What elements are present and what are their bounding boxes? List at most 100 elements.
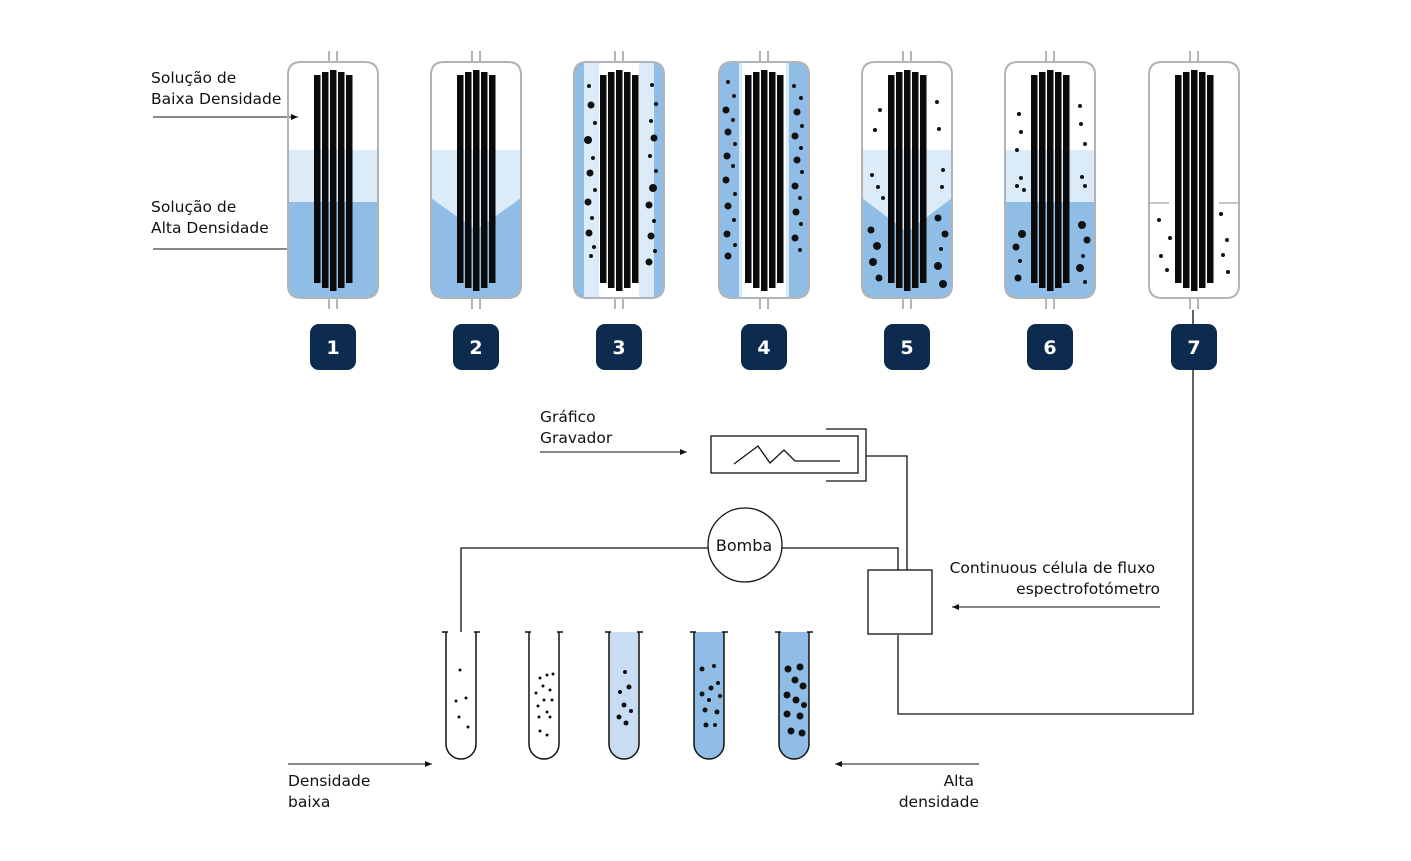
low-density-fraction-label: Densidade baixa	[288, 772, 375, 811]
particle	[466, 725, 470, 729]
rotor-2-outline	[430, 61, 522, 299]
particle	[653, 249, 657, 253]
particle	[699, 691, 705, 697]
particle	[707, 698, 711, 702]
recorder-trace	[733, 445, 840, 465]
particle	[731, 164, 735, 168]
pump-circle	[707, 507, 783, 583]
particle	[542, 698, 546, 702]
particle	[618, 690, 622, 694]
rotor-6-core	[1031, 70, 1070, 291]
particle	[724, 202, 732, 210]
particle	[1157, 218, 1161, 222]
particle	[796, 712, 804, 720]
particle	[1083, 236, 1091, 244]
particle	[1076, 264, 1084, 272]
particle	[454, 699, 458, 703]
particle	[941, 168, 945, 172]
step-badge-6: 6	[1027, 324, 1073, 370]
particle	[1015, 148, 1019, 152]
particle	[1165, 268, 1169, 272]
rotor-4-outline	[718, 61, 810, 299]
high-density-fraction-label: Alta densidade	[899, 772, 979, 811]
step-number: 4	[757, 337, 770, 359]
particle	[702, 707, 708, 713]
particle	[799, 682, 807, 690]
pump-label: Bomba	[716, 536, 772, 555]
step-badge-7: 7	[1171, 324, 1217, 370]
rotor-3	[573, 51, 665, 309]
rotor-2-core	[457, 70, 496, 291]
particle	[798, 196, 802, 200]
particle	[723, 152, 731, 160]
particle	[941, 230, 949, 238]
step-number: 3	[612, 337, 625, 359]
particle	[1078, 104, 1082, 108]
particle	[869, 258, 877, 266]
particle	[591, 156, 595, 160]
rotor-to-flow-cell-line	[897, 370, 1194, 715]
particle	[791, 182, 799, 190]
particle	[629, 709, 633, 713]
flow-cell-spectrophotometer	[867, 569, 933, 635]
particle	[645, 201, 653, 209]
low-density-solution-label: Solução de Baixa Densidade	[151, 69, 281, 108]
particle	[870, 173, 874, 177]
high-density-solution-label: Solução de Alta Densidade	[151, 198, 269, 237]
particle	[623, 670, 627, 674]
particle	[545, 733, 549, 737]
particle	[712, 664, 716, 668]
rotor-1	[287, 51, 379, 309]
particle	[792, 696, 800, 704]
particle	[801, 702, 807, 708]
particle	[592, 245, 596, 249]
particle	[584, 136, 592, 144]
particle	[545, 673, 549, 677]
particle	[534, 691, 538, 695]
particle	[548, 688, 552, 692]
pump-to-tube-line	[460, 547, 708, 632]
particle	[796, 663, 804, 671]
particle	[649, 184, 657, 192]
rotor-6-outline	[1004, 61, 1096, 299]
step-badge-5: 5	[884, 324, 930, 370]
particle	[654, 102, 658, 106]
particle	[716, 681, 720, 685]
particle	[1019, 130, 1023, 134]
particle	[621, 702, 627, 708]
particle	[1015, 184, 1019, 188]
particle	[650, 134, 658, 142]
particle	[708, 685, 714, 691]
particle	[793, 156, 801, 164]
particle	[1080, 175, 1084, 179]
recorder-to-flow-cell-line	[866, 455, 908, 570]
rotor-5	[861, 51, 953, 309]
particle	[726, 80, 730, 84]
particle	[1079, 122, 1083, 126]
particle	[733, 192, 737, 196]
particle	[699, 666, 705, 672]
particle	[587, 101, 595, 109]
rotor-3-core	[600, 70, 639, 291]
particle	[799, 146, 803, 150]
particle	[792, 84, 796, 88]
particle	[875, 274, 883, 282]
particle	[586, 169, 594, 177]
particle	[876, 185, 880, 189]
particle	[652, 219, 656, 223]
particle	[1081, 254, 1085, 258]
collection-tube-4	[690, 631, 728, 760]
particle	[1083, 184, 1087, 188]
particle	[1012, 243, 1020, 251]
rotor-5-outline	[861, 61, 953, 299]
particle	[538, 729, 542, 733]
chart-recorder	[710, 428, 867, 482]
rotor-3-outline	[573, 61, 665, 299]
particle	[593, 188, 597, 192]
particle	[934, 214, 942, 222]
particle	[1019, 176, 1023, 180]
particle	[589, 254, 593, 258]
particle	[537, 715, 541, 719]
